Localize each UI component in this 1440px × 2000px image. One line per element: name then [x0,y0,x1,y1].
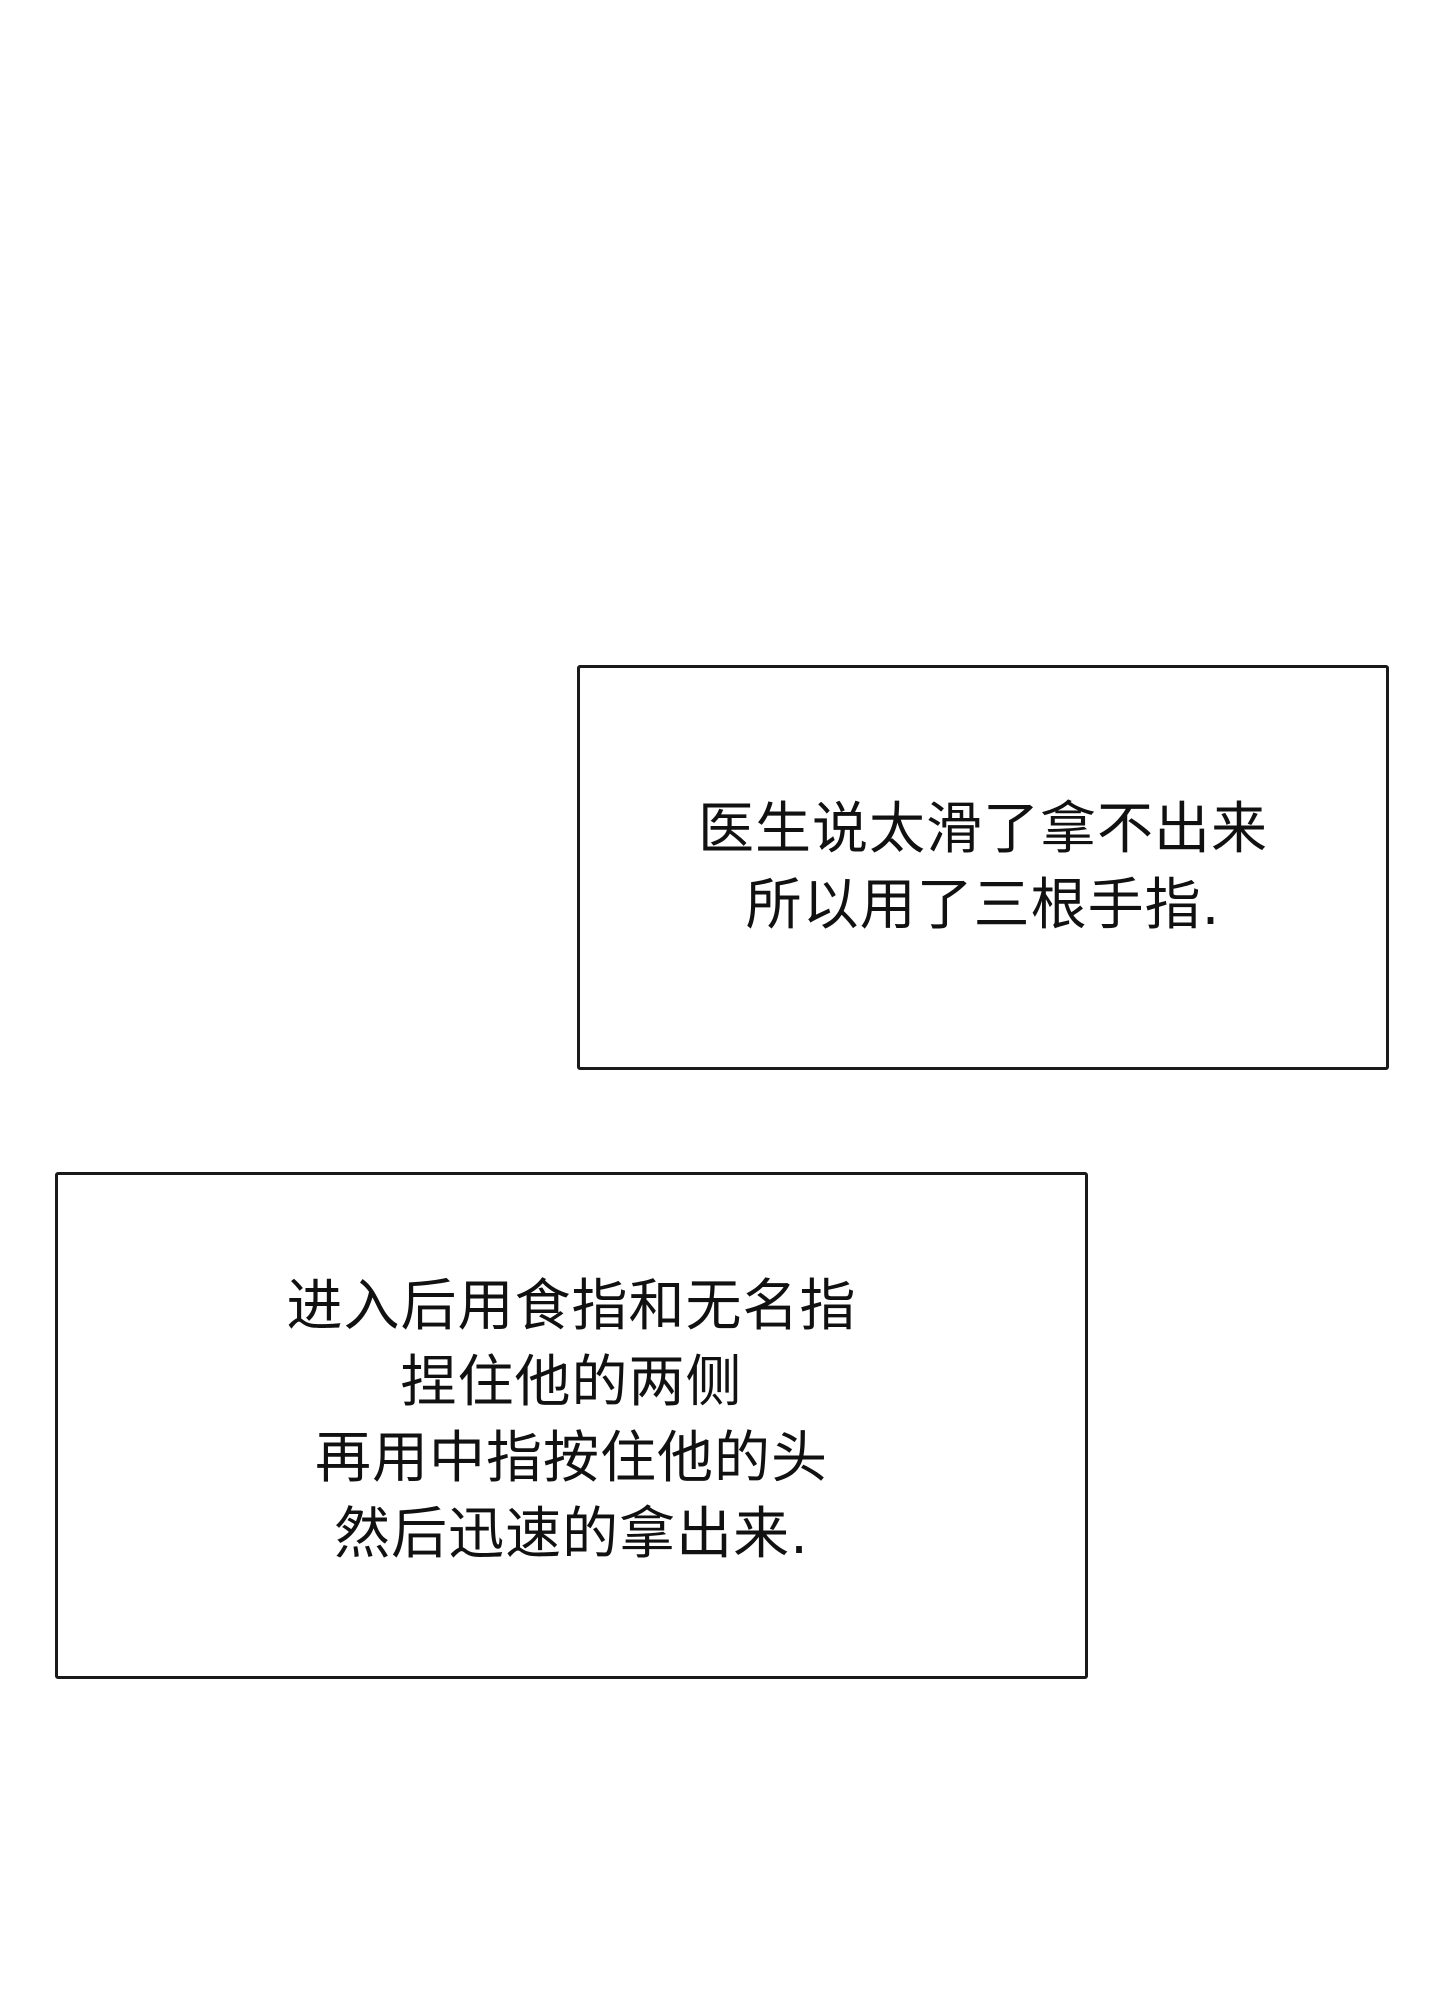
caption-line: 进入后用食指和无名指 [286,1273,857,1339]
caption-line: 然后迅速的拿出来. [334,1501,809,1567]
caption-line: 再用中指按住他的头 [315,1425,828,1491]
caption-box-2: 进入后用食指和无名指 捏住他的两侧 再用中指按住他的头 然后迅速的拿出来. [55,1172,1088,1679]
caption-box-1: 医生说太滑了拿不出来 所以用了三根手指. [577,665,1389,1070]
caption-line: 捏住他的两侧 [400,1349,743,1415]
caption-line: 所以用了三根手指. [745,872,1221,938]
caption-line: 医生说太滑了拿不出来 [698,796,1268,862]
